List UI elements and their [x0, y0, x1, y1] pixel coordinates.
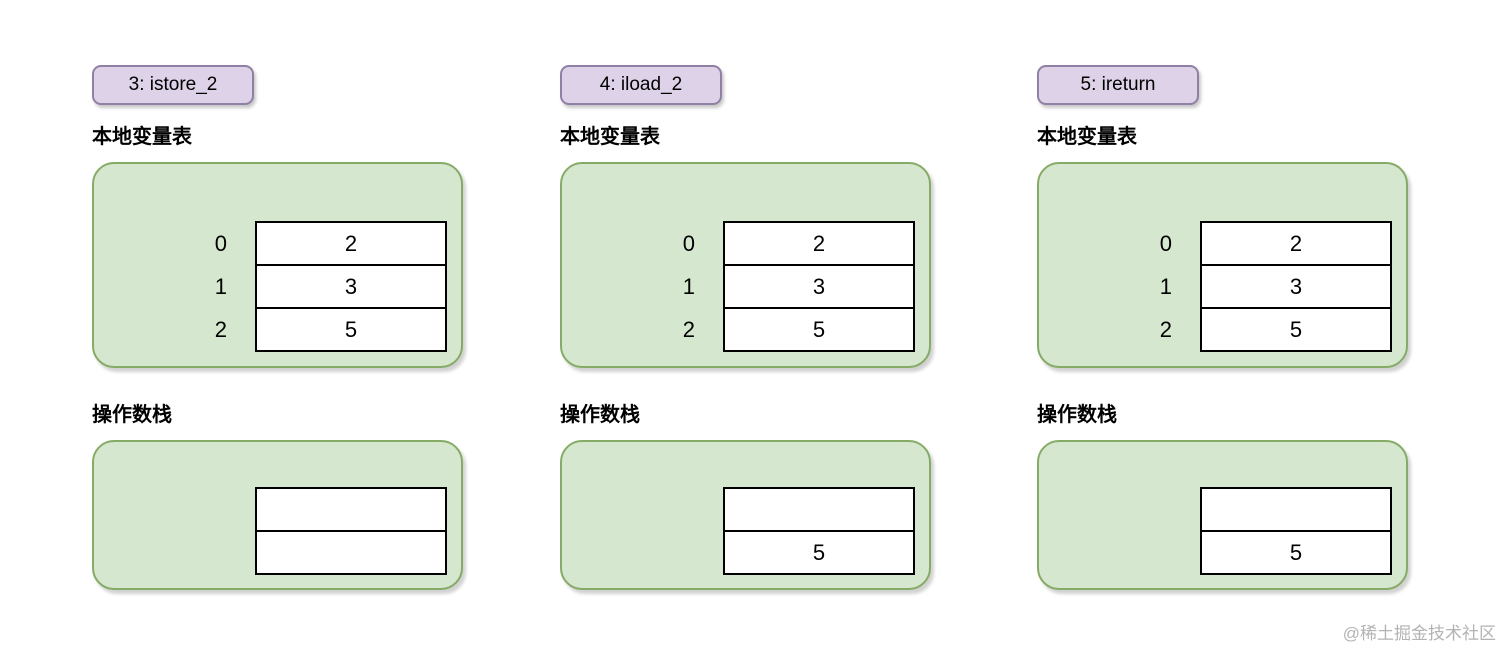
- local-variable-table-label: 本地变量表: [560, 126, 660, 148]
- variable-index: 1: [1159, 273, 1172, 299]
- variable-index: 0: [214, 230, 227, 256]
- stack-row: [255, 530, 447, 575]
- variable-index: 2: [214, 316, 227, 342]
- frame-panel-istore-2: 3: istore_2 本地变量表 0 2 1 3 2 5 操作数栈: [92, 65, 466, 590]
- frame-panel-ireturn: 5: ireturn 本地变量表 0 2 1 3 2 5 操作数栈: [1037, 65, 1411, 590]
- frame-panel-iload-2: 4: iload_2 本地变量表 0 2 1 3 2 5 操作数栈: [560, 65, 934, 590]
- variable-row: 0 2: [165, 221, 447, 266]
- variable-value-cell: 3: [255, 264, 447, 309]
- variable-value-cell: 5: [723, 307, 915, 352]
- local-variable-table-box: 0 2 1 3 2 5: [92, 162, 463, 368]
- local-variable-rows: 0 2 1 3 2 5: [633, 221, 915, 352]
- local-variable-table-label: 本地变量表: [92, 126, 192, 148]
- local-variable-table-box: 0 2 1 3 2 5: [1037, 162, 1408, 368]
- operand-stack-box: [92, 440, 463, 590]
- stack-slot-cell: [1200, 487, 1392, 532]
- instruction-badge: 4: iload_2: [560, 65, 722, 105]
- watermark-text: @稀土掘金技术社区: [1342, 624, 1496, 643]
- operand-stack-box: 5: [560, 440, 931, 590]
- variable-row: 2 5: [633, 307, 915, 352]
- stack-row: [723, 487, 915, 532]
- variable-index: 0: [1159, 230, 1172, 256]
- instruction-badge: 5: ireturn: [1037, 65, 1199, 105]
- variable-value-cell: 2: [1200, 221, 1392, 266]
- variable-row: 0 2: [1110, 221, 1392, 266]
- stack-slot-cell: [723, 487, 915, 532]
- operand-stack-label: 操作数栈: [1037, 404, 1117, 426]
- variable-row: 0 2: [633, 221, 915, 266]
- variable-value-cell: 5: [255, 307, 447, 352]
- variable-index: 0: [682, 230, 695, 256]
- operand-stack-box: 5: [1037, 440, 1408, 590]
- stack-slot-cell: [255, 530, 447, 575]
- variable-value-cell: 5: [1200, 307, 1392, 352]
- instruction-badge: 3: istore_2: [92, 65, 254, 105]
- local-variable-table-box: 0 2 1 3 2 5: [560, 162, 931, 368]
- stack-slot-cell: 5: [723, 530, 915, 575]
- operand-stack-label: 操作数栈: [560, 404, 640, 426]
- operand-stack-rows: [255, 487, 447, 575]
- operand-stack-label: 操作数栈: [92, 404, 172, 426]
- stack-row: [255, 487, 447, 532]
- variable-value-cell: 2: [255, 221, 447, 266]
- operand-stack-rows: 5: [723, 487, 915, 575]
- instruction-label: 4: iload_2: [599, 74, 683, 95]
- stack-slot-cell: 5: [1200, 530, 1392, 575]
- variable-index: 2: [682, 316, 695, 342]
- operand-stack-rows: 5: [1200, 487, 1392, 575]
- instruction-label: 5: ireturn: [1080, 74, 1156, 95]
- variable-row: 2 5: [1110, 307, 1392, 352]
- variable-row: 1 3: [633, 264, 915, 309]
- instruction-label: 3: istore_2: [128, 74, 218, 95]
- stack-row: 5: [723, 530, 915, 575]
- variable-row: 1 3: [165, 264, 447, 309]
- local-variable-table-label: 本地变量表: [1037, 126, 1137, 148]
- stack-row: [1200, 487, 1392, 532]
- variable-row: 2 5: [165, 307, 447, 352]
- stack-row: 5: [1200, 530, 1392, 575]
- variable-index: 1: [214, 273, 227, 299]
- variable-row: 1 3: [1110, 264, 1392, 309]
- variable-value-cell: 2: [723, 221, 915, 266]
- variable-value-cell: 3: [1200, 264, 1392, 309]
- local-variable-rows: 0 2 1 3 2 5: [1110, 221, 1392, 352]
- stack-slot-cell: [255, 487, 447, 532]
- variable-index: 1: [682, 273, 695, 299]
- variable-value-cell: 3: [723, 264, 915, 309]
- variable-index: 2: [1159, 316, 1172, 342]
- local-variable-rows: 0 2 1 3 2 5: [165, 221, 447, 352]
